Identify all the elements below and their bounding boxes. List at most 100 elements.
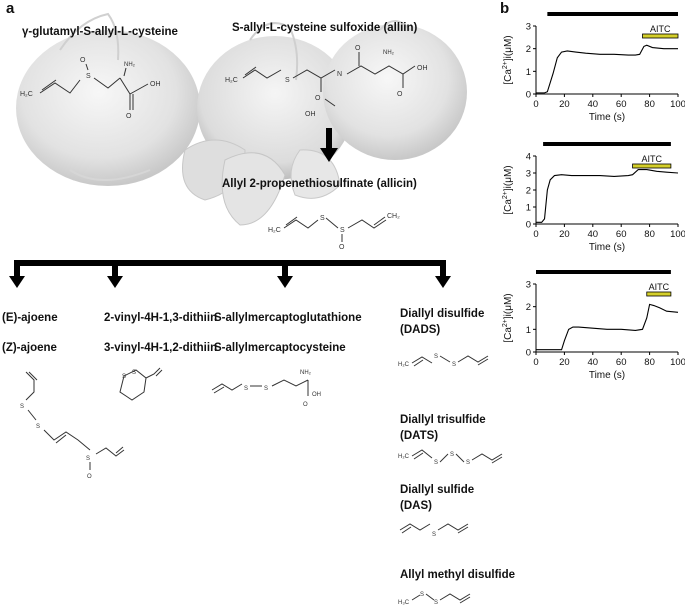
x-tick-label: 60 bbox=[616, 357, 627, 368]
chart-dads: DADSAITC0123020406080100Time (s)[Ca2+]i(… bbox=[502, 268, 685, 381]
allicin-label: Allyl 2-propenethiosulfinate (allicin) bbox=[222, 178, 417, 190]
atom-s-2: S bbox=[132, 370, 136, 376]
x-tick-label: 60 bbox=[616, 229, 627, 240]
atom-h2c: H₂C bbox=[398, 454, 410, 460]
treatment-bar bbox=[547, 12, 678, 16]
atom-o-2: O bbox=[126, 113, 132, 120]
vinyl-1-3-dithiin-label: 2-vinyl-4H-1,3-dithiin bbox=[104, 312, 218, 324]
garlic-cloves bbox=[182, 139, 341, 226]
y-tick-label: 2 bbox=[526, 302, 531, 313]
atom-s: S bbox=[434, 460, 438, 466]
y-axis-label: [Ca2+]i(μM) bbox=[502, 35, 514, 84]
structure-gamma-glutamyl-s-allyl-cysteine: H₂C S O NH₂ O OH bbox=[20, 57, 161, 120]
y-tick-label: 2 bbox=[526, 186, 531, 197]
calcium-trace bbox=[536, 169, 679, 223]
y-axis-label: [Ca2+]i(μM) bbox=[502, 293, 514, 342]
atom-o: O bbox=[355, 45, 361, 52]
precursor-alliin-label: S-allyl-L-cysteine sulfoxide (alliin) bbox=[232, 22, 418, 34]
atom-h3c: H₃C bbox=[398, 600, 410, 606]
x-tick-label: 0 bbox=[533, 229, 538, 240]
y-tick-label: 2 bbox=[526, 44, 531, 55]
atom-o-acid: O bbox=[397, 91, 403, 98]
atom-o: O bbox=[80, 57, 86, 64]
x-tick-label: 20 bbox=[559, 357, 570, 368]
y-tick-label: 3 bbox=[526, 280, 531, 291]
atom-s: S bbox=[432, 532, 436, 538]
garlic-bulb-left bbox=[16, 12, 200, 186]
atom-nh2: NH₂ bbox=[300, 370, 312, 376]
x-tick-label: 20 bbox=[559, 99, 570, 110]
atom-oh: OH bbox=[305, 111, 316, 118]
treatment-label: Allicin bbox=[546, 140, 575, 143]
allylmercaptoglutathione-label: S-allylmercaptoglutathione bbox=[214, 312, 362, 324]
agonist-bar bbox=[632, 163, 672, 169]
y-tick-label: 0 bbox=[526, 90, 531, 101]
atom-s-3: S bbox=[86, 456, 90, 462]
y-tick-label: 0 bbox=[526, 348, 531, 359]
atom-s: S bbox=[420, 592, 424, 598]
x-tick-label: 40 bbox=[588, 229, 599, 240]
garlic-bulbs-illustration bbox=[16, 12, 467, 226]
atom-h2c: H₂C bbox=[268, 227, 281, 234]
allylmercaptocysteine-label: S-allylmercaptocysteine bbox=[214, 342, 346, 354]
branch-tree bbox=[9, 260, 451, 288]
atom-h2c: H₂C bbox=[20, 91, 33, 98]
y-tick-label: 3 bbox=[526, 22, 531, 33]
x-tick-label: 40 bbox=[588, 99, 599, 110]
atom-s: S bbox=[285, 77, 290, 84]
garlic-bulb-center bbox=[197, 22, 353, 180]
y-tick-label: 1 bbox=[526, 67, 531, 78]
atom-h2c: H₂C bbox=[225, 77, 238, 84]
x-tick-label: 0 bbox=[533, 99, 538, 110]
atom-nh: N bbox=[337, 71, 342, 78]
y-tick-label: 1 bbox=[526, 325, 531, 336]
x-tick-label: 80 bbox=[644, 357, 655, 368]
atom-ch2: CH₂ bbox=[387, 213, 400, 220]
calcium-trace bbox=[536, 303, 679, 351]
atom-nh2: NH₂ bbox=[383, 50, 395, 56]
treatment-bar bbox=[543, 142, 671, 146]
agonist-label: AITC bbox=[641, 154, 662, 164]
structure-alliin: H₂C S N O O OH NH₂ O OH bbox=[225, 45, 428, 118]
structure-ajoene: S S S O bbox=[20, 371, 125, 480]
y-tick-label: 0 bbox=[526, 220, 531, 231]
x-tick-label: 60 bbox=[616, 99, 627, 110]
structure-dads: H₂C S S bbox=[398, 354, 489, 368]
atom-s-2: S bbox=[340, 227, 345, 234]
agonist-bar bbox=[642, 33, 679, 39]
structure-das: S bbox=[399, 523, 469, 538]
precursor-gamma-glutamyl-label: γ-glutamyl-S-allyl-L-cysteine bbox=[22, 26, 178, 38]
arrow-to-allicin bbox=[320, 128, 338, 162]
das-label: Diallyl sulfide (DAS) bbox=[400, 484, 475, 512]
atom-s-2: S bbox=[450, 452, 454, 458]
atom-s: S bbox=[244, 386, 248, 392]
treatment-label: DADS bbox=[539, 268, 570, 271]
x-axis-label: Time (s) bbox=[589, 242, 625, 253]
atom-s: S bbox=[434, 354, 438, 360]
chart-garlic-extract: Garlic extractAITC0123020406080100Time (… bbox=[502, 10, 685, 123]
atom-oh: OH bbox=[312, 392, 321, 398]
x-tick-label: 20 bbox=[559, 229, 570, 240]
x-tick-label: 40 bbox=[588, 357, 599, 368]
structure-allicin: H₂C S S O CH₂ bbox=[268, 213, 400, 251]
chart-allicin: AllicinAITC01234020406080100Time (s)[Ca2… bbox=[502, 140, 685, 253]
atom-s-2: S bbox=[36, 424, 40, 430]
x-tick-label: 100 bbox=[670, 229, 685, 240]
atom-s: S bbox=[20, 404, 24, 410]
panel-b-letter: b bbox=[500, 0, 510, 17]
atom-s-3: S bbox=[466, 460, 470, 466]
atom-s-2: S bbox=[264, 386, 268, 392]
e-ajoene-label: (E)-ajoene bbox=[2, 312, 58, 324]
atom-s: S bbox=[122, 374, 126, 380]
atom-o: O bbox=[303, 402, 308, 408]
agonist-label: AITC bbox=[649, 282, 670, 292]
x-tick-label: 100 bbox=[670, 357, 685, 368]
calcium-trace bbox=[536, 44, 678, 94]
vinyl-1-2-dithiin-label: 3-vinyl-4H-1,2-dithiin bbox=[104, 342, 218, 354]
y-tick-label: 4 bbox=[526, 152, 531, 163]
structure-allylmercaptocysteine: S S NH₂ O OH bbox=[211, 370, 321, 408]
atom-h2c: H₂C bbox=[398, 362, 410, 368]
atom-s-2: S bbox=[452, 362, 456, 368]
atom-o: O bbox=[339, 244, 345, 251]
treatment-bar bbox=[536, 270, 671, 274]
